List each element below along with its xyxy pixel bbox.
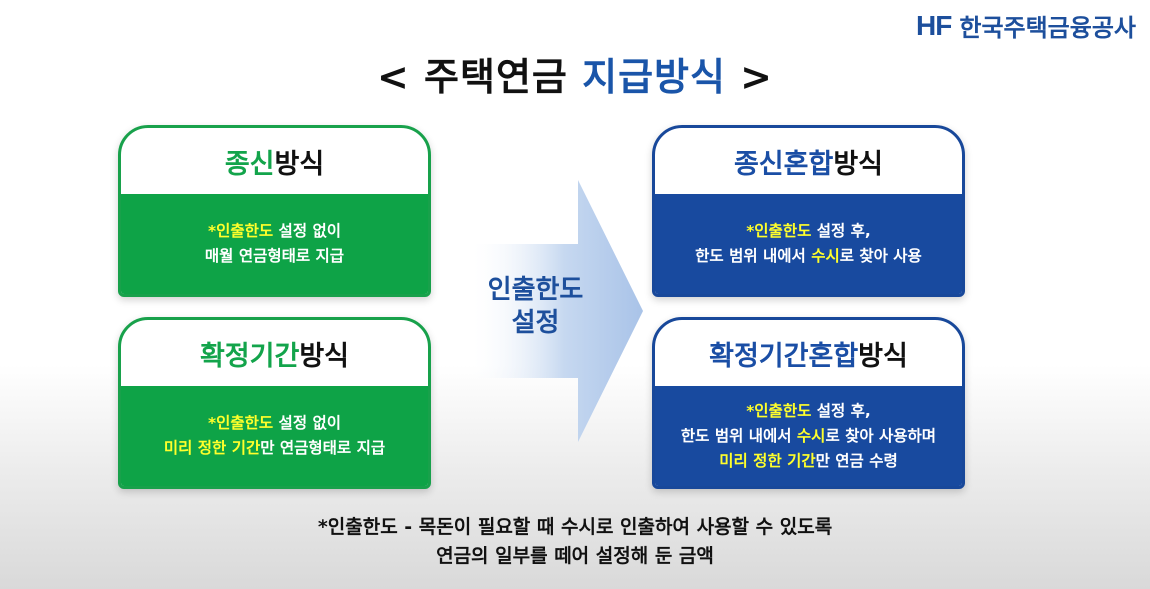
footnote-line: 연금의 일부를 떼어 설정해 둔 금액 [436, 545, 714, 567]
card-body: *인출한도 설정 없이 매월 연금형태로 지급 [121, 194, 428, 294]
card-line: 미리 정한 기간만 연금 수령 [719, 451, 898, 470]
hf-logo-text: 한국주택금융공사 [959, 14, 1136, 42]
card-body: *인출한도 설정 후, 한도 범위 내에서 수시로 찾아 사용 [655, 194, 962, 294]
card-line: 한도 범위 내에서 수시로 찾아 사용하며 [680, 426, 937, 445]
arrow-icon [468, 180, 643, 442]
card-body: *인출한도 설정 후, 한도 범위 내에서 수시로 찾아 사용하며 미리 정한 … [655, 386, 962, 486]
hf-logo-mark: HF [916, 9, 952, 41]
card-body: *인출한도 설정 없이 미리 정한 기간만 연금형태로 지급 [121, 386, 428, 486]
card-line: 미리 정한 기간만 연금형태로 지급 [163, 439, 386, 457]
page-title: < 주택연금 지급방식 > [376, 55, 774, 99]
card-line: *인출한도 설정 후, [746, 222, 871, 240]
card-line: *인출한도 설정 후, [746, 401, 871, 420]
footnote: *인출한도 - 목돈이 필요할 때 수시로 인출하여 사용할 수 있도록 연금의… [0, 513, 1150, 571]
arrow-label: 인출한도 설정 [487, 275, 584, 338]
card-line: 한도 범위 내에서 수시로 찾아 사용 [695, 247, 922, 265]
card-line: *인출한도 설정 없이 [208, 222, 341, 240]
hf-logo: HF 한국주택금융공사 [916, 8, 1136, 43]
card-line: *인출한도 설정 없이 [208, 414, 341, 432]
footnote-line: *인출한도 - 목돈이 필요할 때 수시로 인출하여 사용할 수 있도록 [317, 516, 833, 538]
card-line: 매월 연금형태로 지급 [204, 247, 345, 265]
